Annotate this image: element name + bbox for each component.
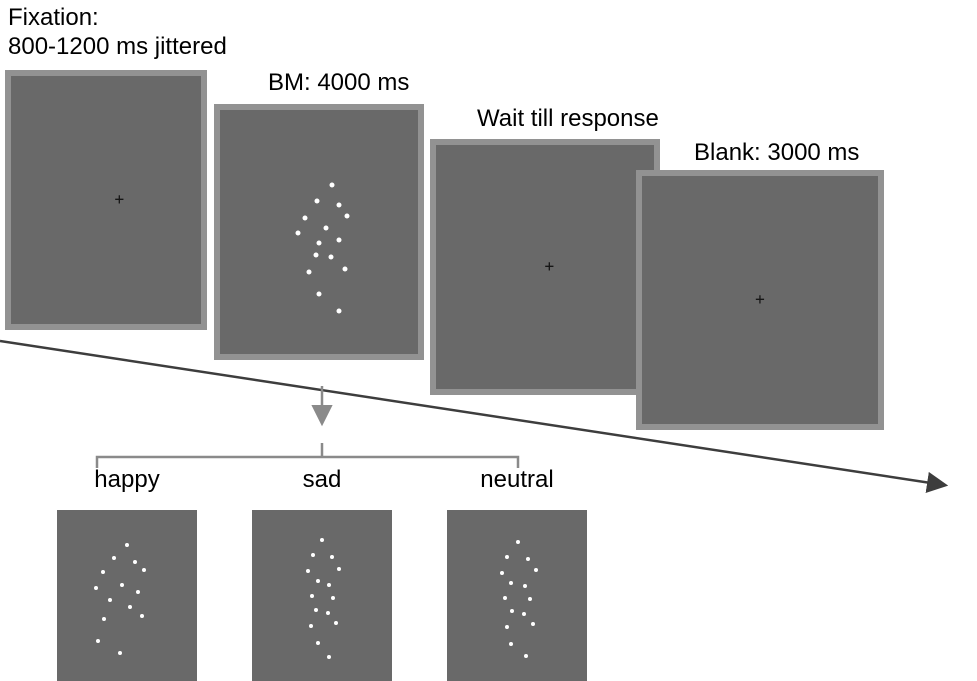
point-light-dot — [505, 624, 510, 629]
fixation-label: Fixation: 800-1200 ms jittered — [8, 3, 227, 61]
wait-fixation-cross: + — [544, 256, 555, 276]
point-light-dot — [326, 610, 331, 615]
point-light-dot — [94, 586, 99, 591]
point-light-dot — [311, 553, 316, 558]
point-light-dot — [530, 621, 535, 626]
point-light-dot — [132, 560, 137, 565]
blank-panel: + — [636, 170, 884, 430]
blank-fixation-cross: + — [755, 289, 765, 309]
point-light-dot — [102, 616, 107, 621]
point-light-dot — [320, 538, 324, 543]
point-light-dot — [306, 269, 312, 275]
condition-label-happy: happy — [94, 466, 160, 493]
point-light-dot — [515, 540, 520, 545]
point-light-dot — [500, 571, 505, 576]
point-light-dot — [336, 308, 342, 314]
point-light-dot — [118, 650, 122, 655]
sad-point-light-dots — [252, 510, 392, 681]
point-light-dot — [327, 654, 331, 659]
bm-point-light-dots — [220, 110, 418, 354]
point-light-dot — [313, 252, 319, 258]
bm-label: BM: 4000 ms — [268, 69, 410, 96]
point-light-dot — [342, 266, 348, 272]
sad-stimulus-panel — [252, 510, 392, 681]
bm-stimulus-panel — [214, 104, 424, 360]
point-light-dot — [313, 607, 318, 612]
point-light-dot — [522, 611, 526, 616]
point-light-dot — [125, 543, 129, 548]
point-light-dot — [108, 598, 113, 603]
point-light-dot — [295, 230, 301, 236]
fixation-label-line1: Fixation: — [8, 4, 99, 31]
point-light-dot — [310, 593, 315, 598]
point-light-dot — [522, 584, 527, 589]
point-light-dot — [327, 583, 331, 588]
point-light-dot — [329, 182, 335, 188]
wait-label: Wait till response — [477, 105, 659, 132]
point-light-dot — [331, 595, 336, 600]
neutral-point-light-dots — [447, 510, 587, 681]
fixation-panel: + — [5, 70, 207, 330]
point-light-dot — [127, 604, 132, 609]
point-light-dot — [336, 202, 342, 208]
point-light-dot — [336, 237, 342, 243]
point-light-dot — [308, 623, 313, 628]
point-light-dot — [505, 555, 510, 560]
point-light-dot — [534, 568, 539, 573]
point-light-dot — [316, 291, 322, 297]
point-light-dot — [139, 613, 144, 618]
point-light-dot — [509, 608, 514, 613]
point-light-dot — [528, 596, 533, 601]
point-light-dot — [96, 638, 101, 643]
point-light-dot — [101, 570, 106, 575]
point-light-dot — [508, 641, 513, 646]
point-light-dot — [526, 557, 531, 562]
point-light-dot — [306, 569, 310, 574]
fixation-cross: + — [114, 189, 125, 209]
point-light-dot — [502, 595, 507, 600]
fixation-label-line2: 800-1200 ms jittered — [8, 33, 227, 60]
point-light-dot — [315, 640, 320, 645]
neutral-stimulus-panel — [447, 510, 587, 681]
condition-label-neutral: neutral — [480, 466, 554, 493]
point-light-dot — [111, 556, 116, 561]
point-light-dot — [323, 225, 329, 231]
point-light-dot — [329, 555, 334, 560]
point-light-dot — [334, 620, 338, 625]
point-light-dot — [328, 254, 334, 260]
point-light-dot — [344, 213, 350, 219]
blank-label: Blank: 3000 ms — [694, 139, 860, 166]
point-light-dot — [136, 590, 141, 595]
point-light-dot — [523, 653, 528, 658]
condition-label-sad: sad — [302, 466, 342, 493]
point-light-dot — [508, 581, 513, 586]
point-light-dot — [302, 215, 308, 221]
point-light-dot — [316, 240, 322, 246]
point-light-dot — [336, 567, 341, 572]
condition-bracket — [95, 443, 520, 468]
happy-stimulus-panel — [57, 510, 197, 681]
point-light-dot — [315, 579, 320, 584]
point-light-dot — [141, 568, 146, 573]
point-light-dot — [119, 583, 124, 588]
wait-response-panel: + — [430, 139, 660, 395]
happy-point-light-dots — [57, 510, 197, 681]
point-light-dot — [314, 198, 320, 204]
